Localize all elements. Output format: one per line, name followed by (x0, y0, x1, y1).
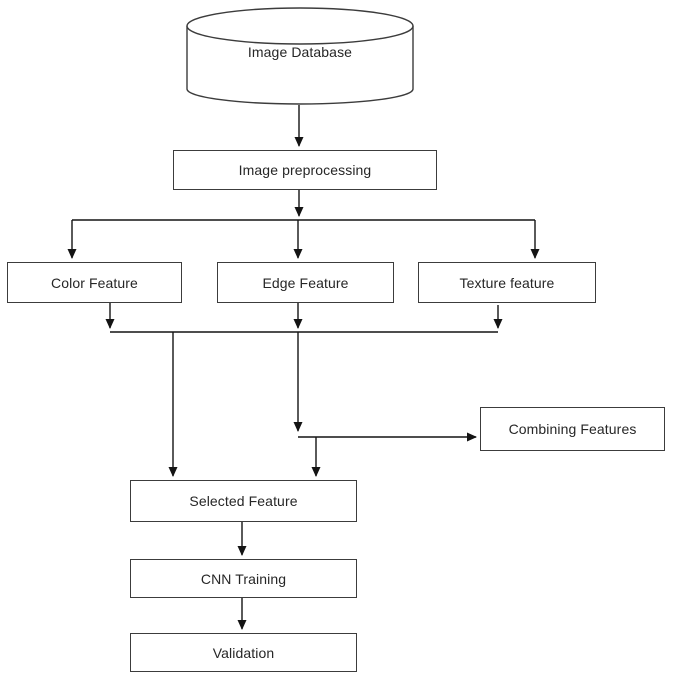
database-cylinder-shape (186, 7, 414, 105)
node-texture-feature: Texture feature (418, 262, 596, 303)
node-image-preprocessing: Image preprocessing (173, 150, 437, 190)
node-cnn-training: CNN Training (130, 559, 357, 598)
node-validation: Validation (130, 633, 357, 672)
node-selected-feature: Selected Feature (130, 480, 357, 522)
node-image-database: Image Database (247, 44, 353, 60)
node-combining-features: Combining Features (480, 407, 665, 451)
node-color-feature: Color Feature (7, 262, 182, 303)
node-edge-feature: Edge Feature (217, 262, 394, 303)
